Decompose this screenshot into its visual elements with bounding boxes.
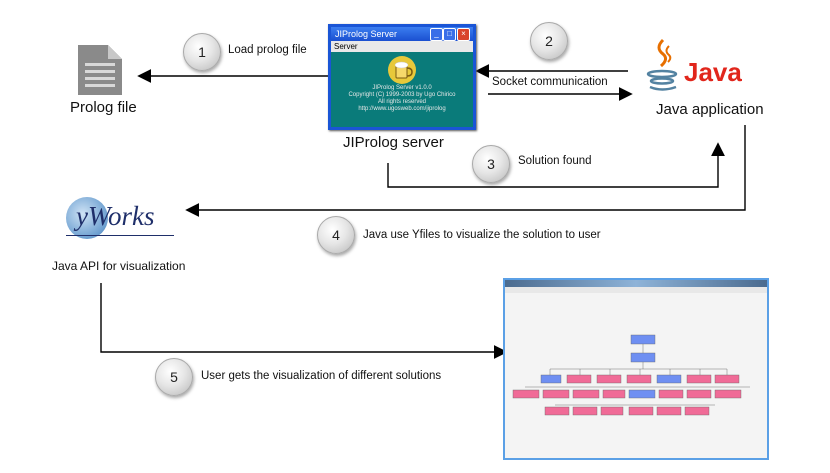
- step-4-label: Java use Yfiles to visualize the solutio…: [363, 229, 601, 241]
- yworks-globe-icon: [66, 197, 108, 239]
- java-application-label: Java application: [656, 101, 764, 118]
- screenshot-menubar: [505, 287, 767, 293]
- yworks-logo: yWorks: [66, 197, 176, 245]
- maximize-icon[interactable]: □: [443, 28, 456, 41]
- step-1-label: Load prolog file: [228, 44, 307, 56]
- arrow-yworks-to-user: [100, 283, 508, 359]
- step-2-badge: 2: [530, 22, 568, 60]
- screenshot-graph: [512, 334, 750, 416]
- step-4-badge: 4: [317, 216, 355, 254]
- window-line4: http://www.ugosweb.com/jiprolog: [358, 106, 446, 112]
- step-1-badge: 1: [183, 33, 221, 71]
- prolog-file-label: Prolog file: [70, 99, 137, 116]
- jiprolog-server-window: JIProlog Server _ □ × Server JIProlog Se…: [328, 24, 476, 130]
- yworks-api-label: Java API for visualization: [52, 259, 186, 273]
- step-3-label: Solution found: [518, 155, 592, 167]
- close-icon[interactable]: ×: [457, 28, 470, 41]
- window-line1: JIProlog Server v1.0.0: [372, 85, 432, 91]
- window-line2: Copyright (C) 1999-2003 by Ugo Chirico: [348, 92, 456, 98]
- yworks-logo-text: yWorks: [76, 201, 155, 231]
- yworks-underline: [66, 235, 174, 236]
- jiprolog-server-label: JIProlog server: [343, 134, 444, 151]
- step-2-label: Socket communication: [492, 76, 608, 88]
- document-icon: [78, 45, 122, 95]
- step-5-badge: 5: [155, 358, 193, 396]
- minimize-icon[interactable]: _: [430, 28, 443, 41]
- window-titlebar: JIProlog Server _ □ ×: [331, 27, 473, 41]
- window-info: JIProlog Server v1.0.0 Copyright (C) 199…: [331, 85, 473, 113]
- step-5-label: User gets the visualization of different…: [201, 370, 442, 382]
- java-cup-icon: [646, 38, 678, 91]
- arrow-java-to-yworks: [185, 125, 746, 217]
- java-logo-text: Java: [684, 57, 742, 87]
- window-menu-server[interactable]: Server: [331, 41, 473, 52]
- arrow-solution-found: [387, 142, 725, 188]
- visualization-screenshot: [503, 278, 769, 460]
- screenshot-titlebar: [505, 280, 767, 287]
- window-line3: All rights reserved: [377, 99, 427, 105]
- step-3-badge: 3: [472, 145, 510, 183]
- beer-mug-icon: [388, 56, 416, 84]
- window-title: JIProlog Server: [335, 29, 398, 39]
